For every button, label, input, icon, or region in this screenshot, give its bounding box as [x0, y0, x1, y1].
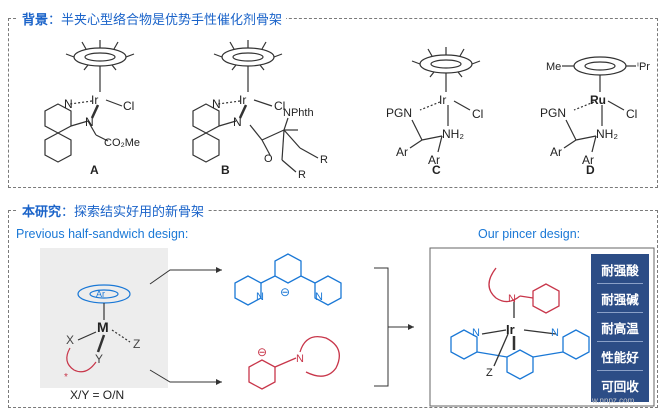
arrow-to-red-anion — [149, 369, 222, 385]
this-study-heading: 本研究 — [22, 204, 62, 219]
compound-c-ar2: Ar — [428, 153, 440, 167]
compound-b-n-quinoline: N — [212, 97, 221, 111]
this-study-panel — [8, 210, 658, 408]
generic-complex-structure — [66, 284, 131, 373]
compound-c-metal: Ir — [439, 93, 446, 107]
feature-heat-resistant: 耐高温 — [601, 321, 639, 336]
this-study-panel-title: 本研究：探索结实好用的新骨架 — [18, 201, 209, 220]
compound-label-a: A — [90, 163, 99, 177]
background-panel — [8, 18, 658, 188]
red-anion-structure — [248, 335, 340, 390]
blue-anion-n-right: N — [315, 291, 323, 303]
compound-c-nh2: NH₂ — [442, 127, 464, 141]
compound-d-ar1: Ar — [550, 145, 562, 159]
compound-c-structure — [409, 47, 481, 153]
compound-b-r2: R — [298, 169, 306, 181]
compound-d-cl: Cl — [626, 107, 637, 121]
compound-d-ar2: Ar — [582, 153, 594, 167]
compound-d-pgn: PGN — [540, 106, 566, 120]
combine-bracket — [374, 267, 389, 387]
previous-design-label: Previous half-sandwich design: — [16, 227, 189, 241]
compound-a-n-quinoline: N — [64, 97, 73, 111]
pincer-complex-structure — [450, 267, 590, 380]
blue-anion-charge: ⊖ — [280, 285, 290, 299]
feature-divider — [597, 312, 643, 313]
feature-divider — [597, 283, 643, 284]
feature-base-resistant: 耐强碱 — [601, 292, 639, 307]
red-anion-charge: ⊖ — [257, 345, 267, 359]
compound-label-b: B — [221, 163, 230, 177]
generic-ligand-y: Y — [95, 352, 103, 366]
compound-b-n-amide: N — [233, 115, 242, 129]
generic-ligand-z: Z — [133, 337, 140, 351]
compound-label-d: D — [586, 163, 595, 177]
pincer-box — [429, 247, 655, 407]
compound-a-cl: Cl — [123, 99, 134, 113]
compound-label-c: C — [432, 163, 441, 177]
background-subtitle: 半夹心型络合物是优势手性催化剂骨架 — [61, 12, 283, 27]
pincer-design-label: Our pincer design: — [478, 227, 581, 241]
feature-good-performance: 性能好 — [601, 350, 639, 365]
compound-d-metal: Ru — [590, 93, 606, 107]
generic-ring-label: Ar — [96, 289, 105, 299]
background-heading: 背景 — [22, 12, 49, 27]
generic-ligand-x: X — [66, 333, 74, 347]
compound-c-cl: Cl — [472, 107, 483, 121]
compound-d-me: Me — [546, 61, 561, 73]
compound-a-ester: CO₂Me — [104, 137, 140, 149]
this-study-subtitle: 探索结实好用的新骨架 — [74, 204, 205, 219]
background-panel-title: 背景：半夹心型络合物是优势手性催化剂骨架 — [18, 9, 287, 28]
generic-chiral-star: * — [64, 372, 68, 383]
xy-equation: X/Y = O/N — [70, 388, 124, 402]
compound-d-nh2: NH₂ — [596, 127, 618, 141]
compound-d-structure — [562, 56, 636, 153]
feature-acid-resistant: 耐强酸 — [601, 263, 639, 278]
pincer-z: Z — [486, 367, 493, 379]
background-colon: ： — [48, 12, 62, 27]
compound-b-nphth: NPhth — [283, 107, 314, 119]
compound-b-metal: Ir — [239, 93, 246, 107]
compound-a-structure — [44, 40, 135, 163]
pincer-n-left: N — [472, 327, 480, 339]
pincer-n-top: N — [508, 293, 516, 305]
this-study-colon: ： — [61, 204, 75, 219]
blue-anion-n-left: N — [256, 291, 264, 303]
feature-list: 耐强酸 耐强碱 耐高温 性能好 可回收 — [591, 254, 649, 402]
compound-b-cl: Cl — [274, 99, 285, 113]
compound-c-pgn: PGN — [386, 106, 412, 120]
watermark: w.nnpz.com — [592, 396, 635, 405]
feature-divider — [597, 341, 643, 342]
compound-a-n-amide: N — [85, 115, 94, 129]
compound-a-metal: Ir — [91, 93, 98, 107]
compound-d-ipr: ⁱPr — [637, 61, 650, 73]
compound-c-ar1: Ar — [396, 145, 408, 159]
pincer-metal: Ir — [506, 322, 515, 337]
feature-divider — [597, 370, 643, 371]
blue-anion-structure — [234, 253, 342, 306]
pincer-n-right: N — [551, 327, 559, 339]
arrow-to-blue-anion — [149, 267, 222, 285]
compound-b-r1: R — [320, 154, 328, 166]
red-anion-n: N — [296, 353, 304, 365]
generic-metal: M — [97, 319, 109, 335]
compound-b-oxygen: O — [264, 153, 273, 165]
feature-recyclable: 可回收 — [601, 379, 639, 394]
compound-b-structure — [192, 40, 319, 173]
